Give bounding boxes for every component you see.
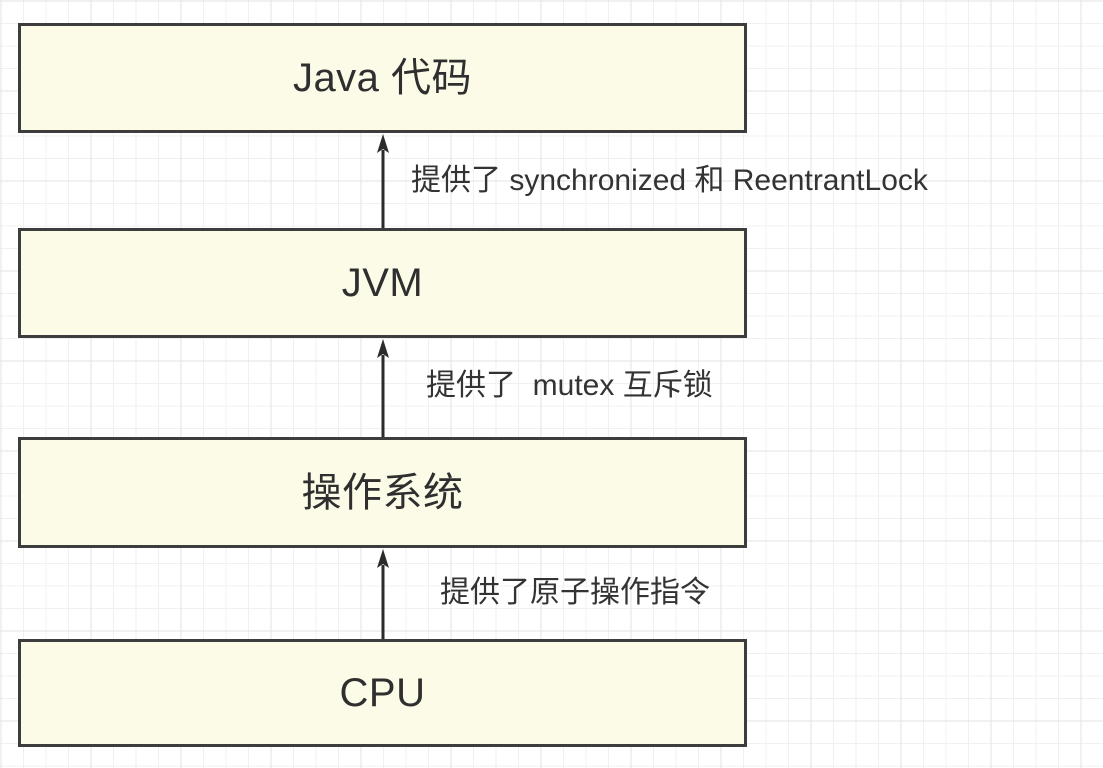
edge-label-jvm-to-java: 提供了 synchronized 和 ReentrantLock	[411, 164, 928, 197]
layer-box-operating-system[interactable]: 操作系统	[18, 437, 747, 548]
layer-box-label: Java 代码	[292, 56, 473, 100]
layer-box-label: JVM	[341, 261, 424, 305]
edge-label-cpu-to-os: 提供了原子操作指令	[440, 576, 710, 609]
layer-box-cpu[interactable]: CPU	[18, 639, 747, 747]
arrow-up-icon-os-to-jvm	[376, 338, 390, 437]
arrow-up-icon-cpu-to-os	[376, 548, 390, 639]
layer-box-java-code[interactable]: Java 代码	[18, 23, 747, 133]
layer-box-label: 操作系统	[301, 470, 464, 515]
edge-label-os-to-jvm: 提供了 mutex 互斥锁	[426, 369, 713, 402]
layer-box-label: CPU	[339, 671, 426, 715]
arrow-up-icon-jvm-to-java	[376, 133, 390, 228]
layer-box-jvm[interactable]: JVM	[18, 228, 747, 338]
